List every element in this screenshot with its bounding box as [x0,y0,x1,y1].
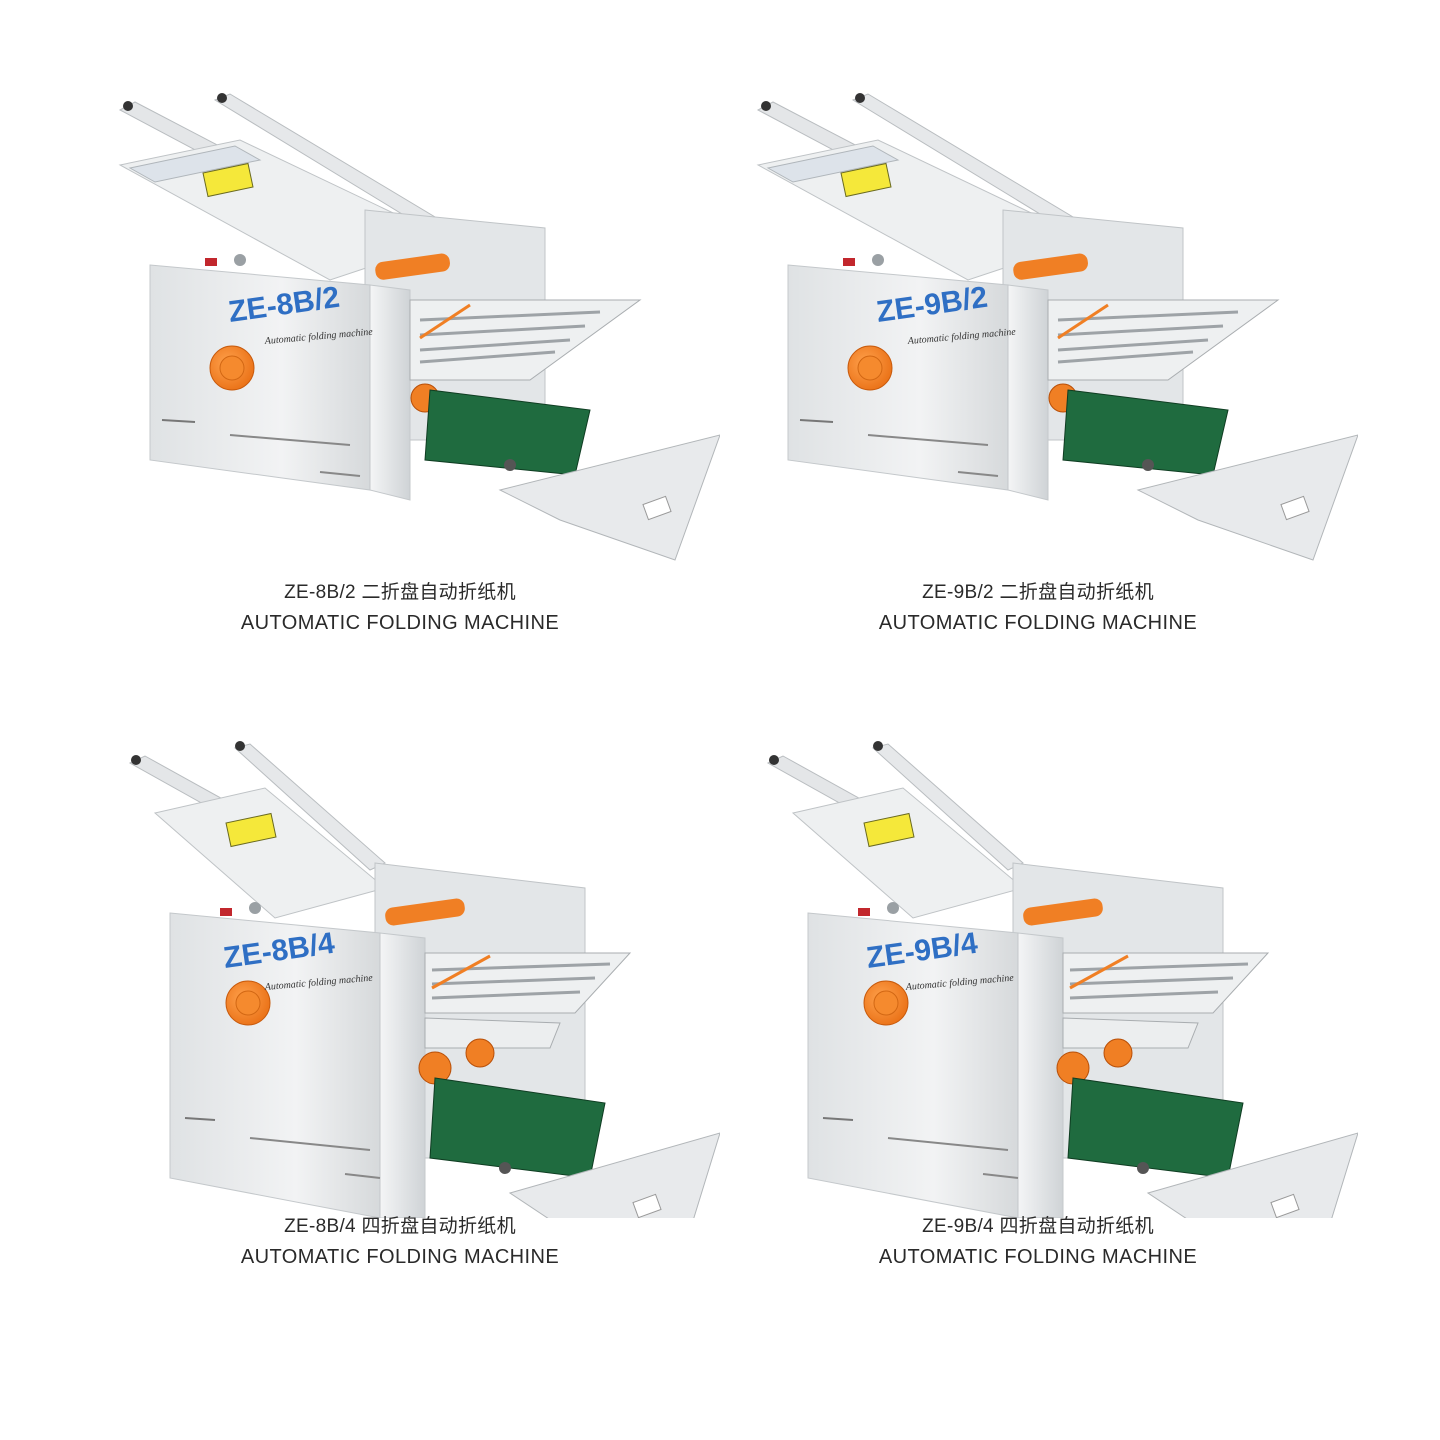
product-card: ZE-8B/4 Automatic folding machine ZE-8B/… [80,738,720,1378]
folding-machine-image: ZE-9B/2 Automatic folding machine [756,91,1358,562]
product-caption: ZE-9B/4 四折盘自动折纸机 AUTOMATIC FOLDING MACHI… [718,1212,1358,1272]
product-card: ZE-8B/2 Automatic folding machine ZE-8B/… [80,80,720,720]
caption-type: AUTOMATIC FOLDING MACHINE [240,1246,560,1268]
folding-machine-image: ZE-8B/4 Automatic folding machine [128,739,720,1218]
caption-type: AUTOMATIC FOLDING MACHINE [240,612,560,634]
product-caption: ZE-8B/4 四折盘自动折纸机 AUTOMATIC FOLDING MACHI… [80,1212,720,1272]
folding-machine-image: ZE-9B/4 Automatic folding machine [766,739,1358,1218]
product-card: ZE-9B/2 Automatic folding machine ZE-9B/… [718,80,1358,720]
caption-model: ZE-8B/4 四折盘自动折纸机 [284,1216,516,1237]
caption-model: ZE-9B/2 二折盘自动折纸机 [922,582,1154,603]
caption-model: ZE-9B/4 四折盘自动折纸机 [922,1216,1154,1237]
product-card: ZE-9B/4 Automatic folding machine ZE-9B/… [718,738,1358,1378]
product-caption: ZE-9B/2 二折盘自动折纸机 AUTOMATIC FOLDING MACHI… [718,578,1358,638]
caption-type: AUTOMATIC FOLDING MACHINE [878,1246,1198,1268]
caption-type: AUTOMATIC FOLDING MACHINE [878,612,1198,634]
folding-machine-image: ZE-8B/2 Automatic folding machine [118,91,720,562]
caption-model: ZE-8B/2 二折盘自动折纸机 [284,582,516,603]
product-caption: ZE-8B/2 二折盘自动折纸机 AUTOMATIC FOLDING MACHI… [80,578,720,638]
